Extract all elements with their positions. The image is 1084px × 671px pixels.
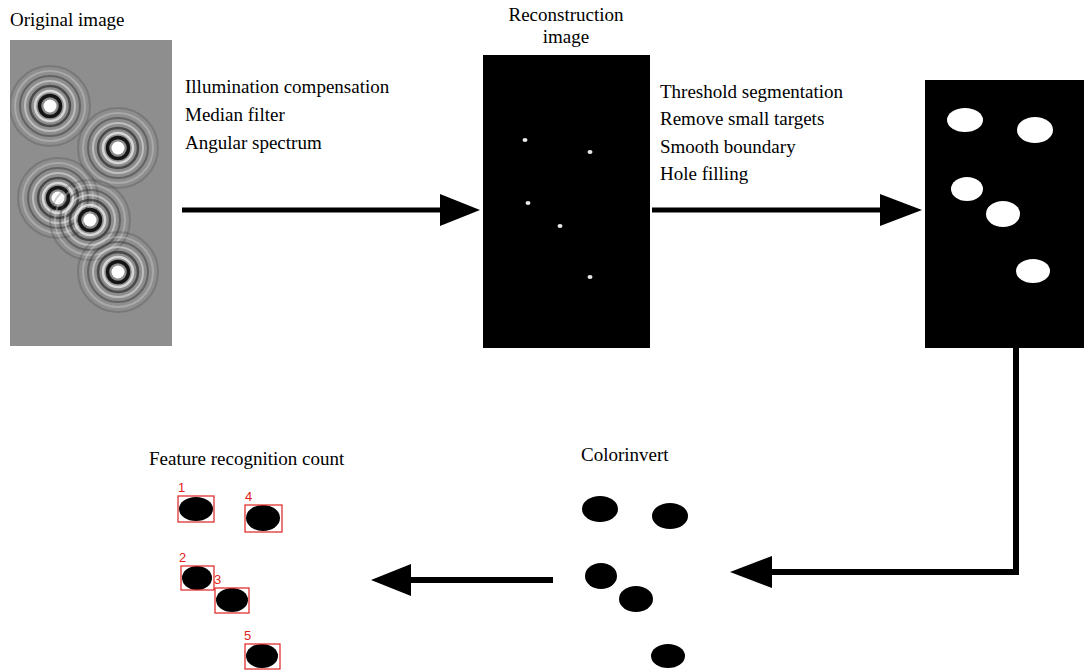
step-text: Median filter (185, 104, 285, 127)
callout-number: 3 (214, 572, 221, 588)
particle-dots (523, 138, 593, 279)
step-text: Remove small targets (660, 108, 824, 131)
step-text: Smooth boundary (660, 136, 796, 159)
step-text: Threshold segmentation (660, 81, 843, 104)
image-panel: Feature recognition count (145, 444, 371, 670)
process-arrow (371, 564, 553, 596)
panel-heading: Colorinvert (581, 444, 709, 467)
callout-number: 1 (178, 480, 185, 496)
image-panel: Colorinvert (553, 440, 709, 668)
panel-heading: Feature recognition count (149, 448, 371, 471)
step-text: Hole filling (660, 163, 748, 186)
callout-number: 5 (244, 628, 251, 644)
panel-heading: Original image (10, 9, 182, 32)
inverted-blobs (582, 496, 688, 668)
bounding-boxes (178, 496, 282, 669)
step-text: Angular spectrum (185, 132, 322, 155)
process-arrow (182, 194, 480, 226)
image-panel: Original image (8, 6, 182, 351)
callout-number: 2 (179, 550, 186, 566)
diffraction-rings (10, 66, 158, 312)
panel-heading: Reconstruction image (501, 4, 631, 48)
step-text: Illumination compensation (185, 76, 389, 99)
binary-blobs (947, 108, 1053, 283)
process-arrow (652, 194, 922, 226)
hologram-image (10, 40, 172, 346)
image-panel: Reconstruction image (480, 2, 652, 350)
counted-blobs (179, 497, 280, 668)
callout-number: 4 (245, 489, 252, 505)
process-arrow (730, 348, 1016, 588)
reconstruction-image (483, 55, 650, 348)
binary-image (925, 80, 1084, 348)
